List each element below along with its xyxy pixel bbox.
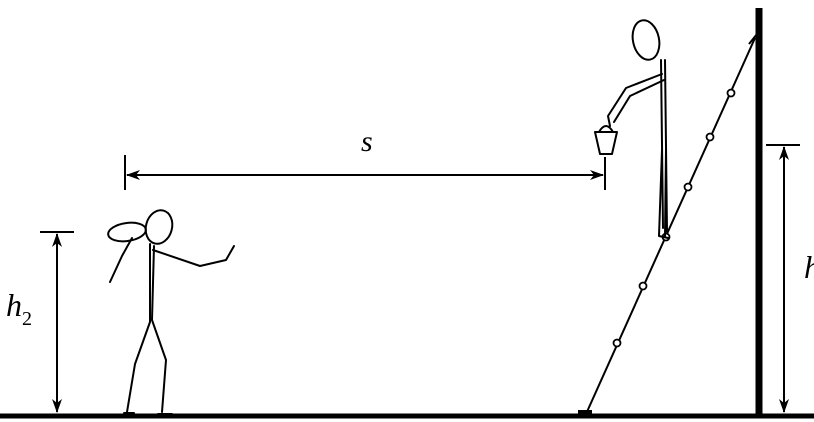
ladder-height-label: h	[804, 249, 814, 285]
ladder	[578, 31, 759, 415]
thrower-hand-arm	[109, 237, 133, 283]
thrower-arm	[152, 245, 235, 267]
distance-label: s	[361, 125, 373, 158]
person-on-ladder	[594, 19, 669, 239]
ladder-person-legs	[658, 149, 669, 239]
thrower-body	[149, 243, 155, 323]
ladder-rung	[683, 182, 693, 192]
ladder-rung	[705, 132, 715, 142]
distance-dimension: s	[124, 125, 606, 190]
thrower-legs	[123, 319, 173, 415]
bucket	[594, 125, 618, 155]
ladder-person-body	[660, 59, 668, 233]
thrown-object	[107, 221, 147, 243]
thrower-head	[144, 209, 174, 245]
ladder-rung	[726, 88, 736, 98]
ladder-height-dimension: h	[766, 144, 814, 413]
ladder-foot	[578, 410, 592, 415]
ladder-rung	[638, 281, 648, 291]
thrower-person	[107, 209, 235, 415]
ladder-rung	[612, 338, 622, 348]
ladder-person-arm	[607, 73, 665, 127]
thrower-height-label: h2	[6, 287, 32, 330]
ladder-person-head	[631, 19, 661, 61]
thrower-height-dimension: h2	[6, 231, 74, 413]
